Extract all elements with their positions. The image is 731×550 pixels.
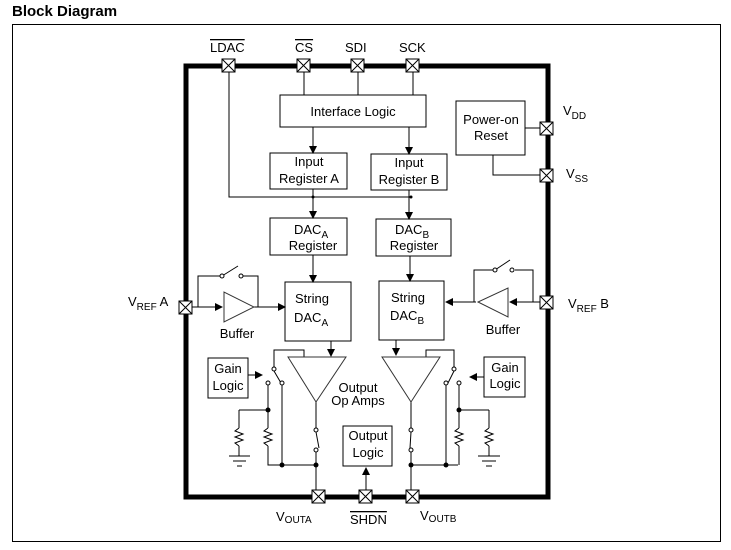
pin-sck-connector (405, 58, 420, 73)
output-op-amps-label-1: Output (338, 380, 377, 395)
wires (192, 72, 540, 490)
output-op-amps-label-2: Op Amps (331, 393, 385, 408)
pin-ldac-connector (221, 58, 236, 73)
dac-b-register-label-1: DACB (395, 222, 429, 241)
pin-connectors (178, 58, 554, 504)
pin-vref-a-label: VREF A (128, 294, 169, 313)
interface-logic-label: Interface Logic (310, 104, 396, 119)
pin-vout-b-label: VOUTB (420, 508, 457, 525)
dac-a-register-block (269, 217, 348, 256)
gain-logic-b-label-2: Logic (489, 376, 521, 391)
input-register-b-label-1: Input (395, 155, 424, 170)
power-on-reset-block (455, 100, 526, 156)
pin-cs-label: CS (295, 40, 313, 55)
gain-logic-a-label-1: Gain (214, 361, 241, 376)
buffer-a-symbol (223, 291, 256, 323)
dac-b-register-label-2: Register (390, 238, 439, 253)
interface-logic-block (279, 94, 427, 128)
diagram-frame (12, 24, 721, 542)
pin-vref-b-label: VREF B (568, 296, 609, 315)
output-op-amp-b-symbol (381, 356, 441, 403)
pin-ldac-label: LDAC (210, 40, 245, 55)
pin-sdi-label: SDI (345, 40, 367, 55)
pin-vss-label: VSS (566, 166, 588, 185)
input-register-b-block (370, 153, 448, 191)
pin-vref-b-connector (539, 295, 554, 310)
pin-vout-b-connector (405, 489, 420, 504)
dac-b-register-block (375, 218, 452, 257)
pin-vref-a-connector (178, 300, 193, 315)
output-op-amp-a-symbol (287, 356, 347, 403)
input-register-a-label-2: Register A (279, 171, 339, 186)
switches (219, 259, 515, 453)
input-register-a-label-1: Input (295, 154, 324, 169)
power-on-reset-label-1: Power-on (463, 112, 519, 127)
dac-a-register-label-1: DACA (294, 222, 328, 241)
amplifiers (223, 287, 509, 403)
output-logic-label-1: Output (348, 428, 387, 443)
string-dac-a-label-2: DACA (294, 310, 328, 329)
output-logic-block (342, 425, 393, 467)
power-on-reset-label-2: Reset (474, 128, 508, 143)
gain-logic-a-label-2: Logic (212, 378, 244, 393)
gain-logic-a-block (207, 357, 249, 399)
resistors (233, 427, 495, 447)
pin-cs-connector (296, 58, 311, 73)
string-dac-a-block (284, 281, 352, 342)
pin-vss-connector (539, 168, 554, 183)
gain-logic-b-label-1: Gain (491, 360, 518, 375)
gain-logic-b-block (483, 356, 526, 398)
pin-shdn-connector (358, 489, 373, 504)
pin-vdd-label: VDD (563, 103, 586, 122)
input-register-b-label-2: Register B (379, 172, 440, 187)
dac-a-register-label-2: Register (289, 238, 338, 253)
buffer-a-label: Buffer (220, 326, 255, 341)
pin-shdn-label: SHDN (350, 512, 387, 527)
string-dac-a-label-1: String (295, 291, 329, 306)
pin-vout-a-connector (311, 489, 326, 504)
string-dac-b-label-1: String (391, 290, 425, 305)
junction-dots (265, 195, 462, 468)
buffer-b-symbol (476, 287, 509, 318)
pin-vdd-connector (539, 121, 554, 136)
string-dac-b-label-2: DACB (390, 308, 424, 327)
pin-sdi-connector (350, 58, 365, 73)
pin-sck-label: SCK (399, 40, 426, 55)
pin-vout-a-label: VOUTA (276, 509, 312, 526)
input-register-a-block (269, 152, 348, 190)
diagram-title: Block Diagram (12, 3, 118, 20)
output-logic-label-2: Logic (352, 445, 384, 460)
buffer-b-label: Buffer (486, 322, 521, 337)
